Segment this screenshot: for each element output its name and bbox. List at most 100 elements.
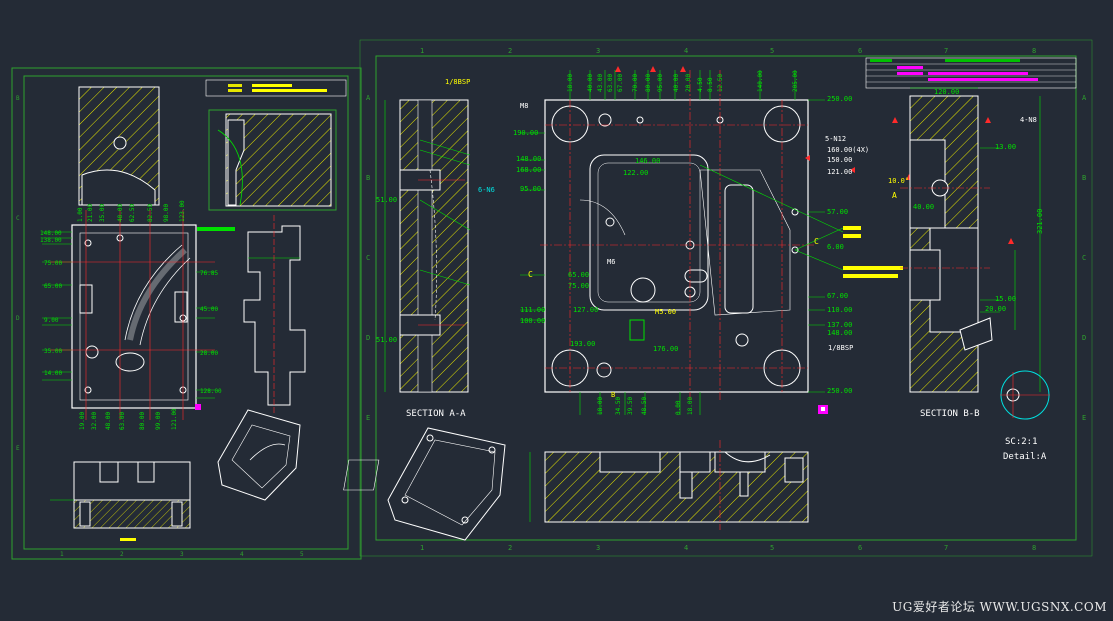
svg-text:39.50: 39.50 (627, 397, 634, 415)
dim-168[interactable]: 168.00 (516, 166, 542, 174)
dim-160[interactable]: 160.00(4X) (827, 146, 870, 154)
svg-text:B: B (366, 174, 370, 182)
svg-text:4: 4 (684, 544, 688, 552)
section-aa-title: SECTION A-A (406, 409, 466, 419)
svg-text:3: 3 (596, 47, 600, 55)
section-c-marker: C (814, 237, 819, 246)
dim-190[interactable]: 190.00 (513, 129, 539, 137)
svg-text:95.00: 95.00 (657, 74, 664, 92)
svg-text:70.00: 70.00 (632, 74, 639, 92)
svg-text:67.00: 67.00 (617, 74, 624, 92)
svg-text:E: E (16, 445, 20, 452)
svg-text:99.00: 99.00 (155, 412, 162, 430)
left-drawing-sheet: 1.00 21.00 35.00 48.00 62.50 82.50 98.00… (11, 67, 362, 560)
section-a-marker: A (892, 191, 897, 200)
dim-20[interactable]: 20.00 (985, 305, 1007, 313)
svg-text:65.00: 65.00 (44, 283, 62, 290)
svg-text:C: C (16, 215, 20, 222)
dim-13[interactable]: 13.00 (995, 143, 1017, 151)
svg-text:19.00: 19.00 (79, 412, 86, 430)
dim-51-lower[interactable]: 51.00 (376, 336, 398, 344)
svg-text:48.00: 48.00 (117, 204, 124, 222)
svg-text:140.00: 140.00 (757, 70, 764, 92)
svg-text:76.85: 76.85 (200, 270, 218, 277)
svg-text:205.00: 205.00 (792, 70, 799, 92)
svg-text:7: 7 (944, 47, 948, 55)
svg-text:2: 2 (120, 551, 124, 558)
svg-text:45.00: 45.00 (200, 306, 218, 313)
svg-text:C: C (366, 254, 370, 262)
svg-text:82.50: 82.50 (147, 204, 154, 222)
svg-text:5: 5 (770, 544, 774, 552)
dim-193[interactable]: 193.00 (570, 340, 596, 348)
section-c-marker-left: C (528, 270, 533, 279)
svg-text:7: 7 (944, 544, 948, 552)
svg-text:C: C (1082, 254, 1086, 262)
dim-121[interactable]: 121.00 (827, 168, 853, 176)
dim-250-top[interactable]: 250.00 (827, 95, 853, 103)
svg-text:1.00: 1.00 (77, 207, 84, 222)
dim-10deg[interactable]: 10.0° (888, 177, 910, 185)
dim-176[interactable]: 176.00 (653, 345, 679, 353)
dim-120[interactable]: 120.00 (934, 88, 960, 96)
dim-321[interactable]: 321.00 (1036, 208, 1044, 234)
dim-40[interactable]: 40.00 (913, 203, 935, 211)
dim-137[interactable]: 137.00 (827, 321, 853, 329)
dim-75[interactable]: 75.00 (568, 282, 590, 290)
dim-111[interactable]: 111.00 (520, 306, 546, 314)
svg-text:1: 1 (420, 47, 424, 55)
dim-150[interactable]: 150.00 (827, 156, 853, 164)
dim-15[interactable]: 15.00 (995, 295, 1017, 303)
forum-watermark: UG爱好者论坛 WWW.UGSNX.COM (892, 600, 1107, 614)
svg-text:4: 4 (684, 47, 688, 55)
dim-250-bottom[interactable]: 250.00 (827, 387, 853, 395)
svg-text:2: 2 (508, 544, 512, 552)
detail-label: Detail:A (1003, 452, 1047, 462)
m8-label: M8 (520, 102, 529, 110)
svg-text:80.00: 80.00 (645, 74, 652, 92)
svg-text:63.00: 63.00 (119, 412, 126, 430)
svg-text:20.00: 20.00 (685, 74, 692, 92)
dim-95[interactable]: 95.00 (520, 185, 542, 193)
svg-text:9.00: 9.00 (44, 317, 59, 324)
dim-100[interactable]: 100.00 (520, 317, 546, 325)
svg-text:62.50: 62.50 (129, 204, 136, 222)
svg-text:28.00: 28.00 (200, 350, 218, 357)
dim-148[interactable]: 148.00 (827, 329, 853, 337)
svg-text:48.00: 48.00 (105, 412, 112, 430)
scale-label: SC:2:1 (1005, 437, 1038, 447)
bsp-bottom-note: 1/8BSP (828, 344, 854, 352)
dim-6[interactable]: 6.00 (827, 243, 844, 251)
svg-text:A: A (1082, 94, 1087, 102)
svg-text:5: 5 (300, 551, 304, 558)
svg-text:E: E (366, 414, 370, 422)
svg-text:75.00: 75.00 (44, 260, 62, 267)
svg-text:A: A (366, 94, 371, 102)
dim-110[interactable]: 110.00 (827, 306, 853, 314)
dim-127[interactable]: 127.00 (573, 306, 599, 314)
svg-text:3: 3 (180, 551, 184, 558)
svg-text:0.00: 0.00 (675, 400, 682, 415)
svg-text:1: 1 (60, 551, 64, 558)
svg-text:123.00: 123.00 (179, 200, 186, 222)
svg-text:80.00: 80.00 (139, 412, 146, 430)
svg-text:121.00: 121.00 (171, 408, 178, 430)
dim-148-left[interactable]: 148.00 (516, 155, 542, 163)
bsp-top-note: 1/8BSP (445, 78, 471, 86)
dim-67[interactable]: 67.00 (827, 292, 849, 300)
dim-122[interactable]: 122.00 (623, 169, 649, 177)
svg-text:63.00: 63.00 (607, 74, 614, 92)
svg-text:40.00: 40.00 (587, 74, 594, 92)
dim-146[interactable]: 146.00 (635, 157, 661, 165)
svg-text:128.00: 128.00 (200, 388, 222, 395)
svg-text:E: E (1082, 414, 1086, 422)
dim-57[interactable]: 57.00 (827, 208, 849, 216)
svg-text:4: 4 (240, 551, 244, 558)
n8-note: 4-N8 (1020, 116, 1037, 124)
svg-text:138.00: 138.00 (40, 237, 62, 244)
dim-65[interactable]: 65.00 (568, 271, 590, 279)
svg-text:5: 5 (770, 47, 774, 55)
dim-51[interactable]: 51.00 (376, 196, 398, 204)
svg-text:34.50: 34.50 (615, 397, 622, 415)
